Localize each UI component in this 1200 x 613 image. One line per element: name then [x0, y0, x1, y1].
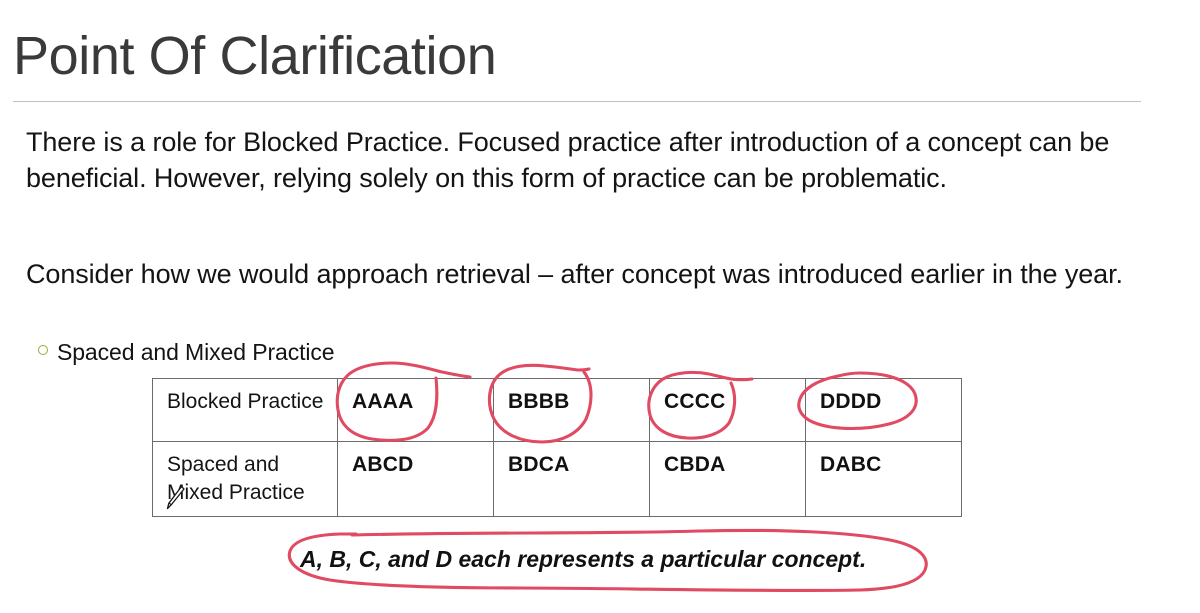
table-row: Spaced and Mixed Practice ABCD BDCA CBDA…	[152, 441, 962, 517]
cell-blocked-3: CCCC	[649, 378, 806, 442]
concept-caption: A, B, C, and D each represents a particu…	[300, 546, 867, 572]
cell-spaced-1: ABCD	[337, 441, 494, 517]
body-paragraph-2: Consider how we would approach retrieval…	[26, 259, 1123, 289]
cell-spaced-4: DABC	[805, 441, 962, 517]
table-row: Blocked Practice AAAA BBBB CCCC DDDD	[152, 378, 962, 442]
list-item-label: Spaced and Mixed Practice	[57, 339, 335, 365]
cell-blocked-1: AAAA	[337, 378, 494, 442]
title-divider	[13, 101, 1141, 102]
hollow-circle-bullet-icon	[38, 345, 48, 355]
practice-comparison-table: Blocked Practice AAAA BBBB CCCC DDDD Spa…	[152, 378, 962, 517]
body-paragraph-1: There is a role for Blocked Practice. Fo…	[26, 127, 1110, 193]
cell-spaced-3: CBDA	[649, 441, 806, 517]
cell-blocked-2: BBBB	[493, 378, 650, 442]
cell-blocked-4: DDDD	[805, 378, 962, 442]
page-title: Point Of Clarification	[13, 26, 497, 86]
row-header-blocked-practice: Blocked Practice	[152, 378, 338, 442]
cell-spaced-2: BDCA	[493, 441, 650, 517]
row-header-spaced-mixed-practice: Spaced and Mixed Practice	[152, 441, 338, 517]
list-item: Spaced and Mixed Practice	[38, 337, 335, 367]
